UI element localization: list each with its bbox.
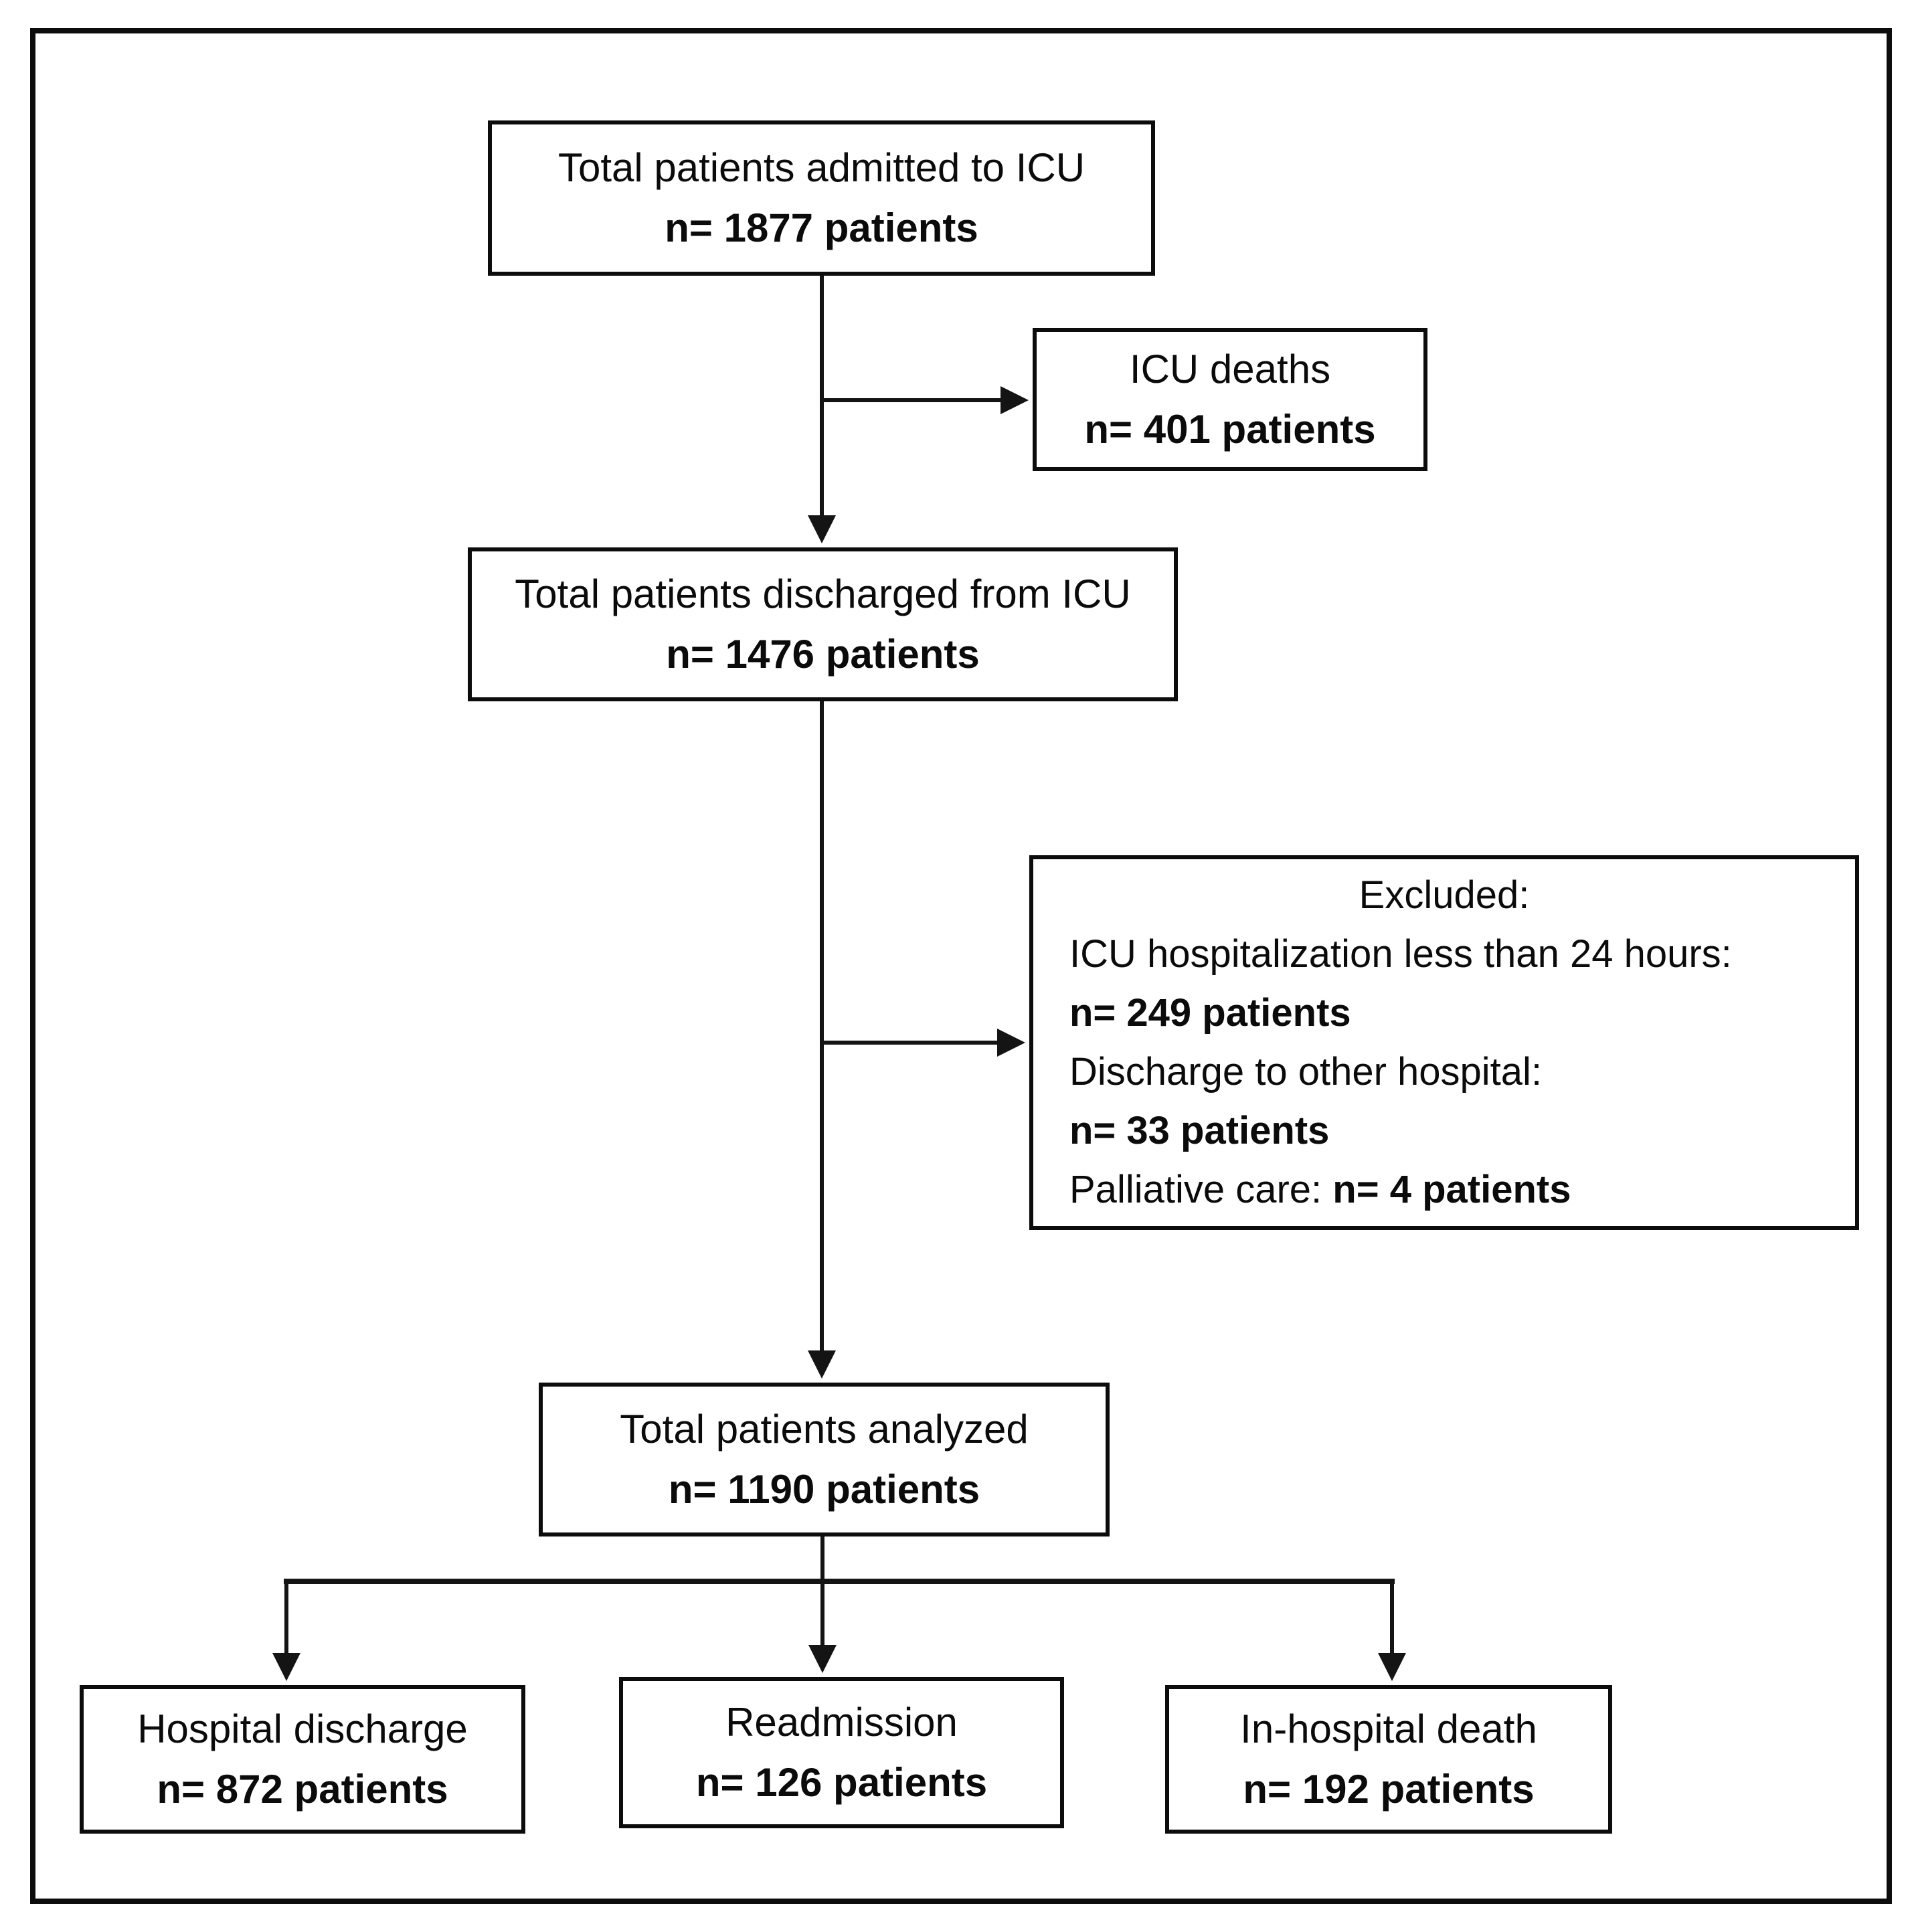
node-label: ICU deaths (1129, 347, 1331, 391)
excluded-reason-3-count: n= 4 patients (1332, 1168, 1571, 1211)
excluded-reason-2: Discharge to other hospital: (1069, 1050, 1543, 1093)
node-total-analyzed: Total patients analyzed n= 1190 patients (539, 1383, 1110, 1536)
excluded-reason-2-count: n= 33 patients (1069, 1109, 1330, 1152)
connector-branch-to-excluded (822, 1029, 1025, 1057)
connector-branch-to-icu-deaths (822, 386, 1029, 414)
node-label: Total patients analyzed (620, 1407, 1029, 1452)
node-total-discharged: Total patients discharged from ICU n= 14… (468, 547, 1178, 701)
arrowhead-down-icon (1378, 1653, 1406, 1681)
connector-analyzed-to-readmission (808, 1536, 837, 1673)
arrowhead-down-icon (808, 1350, 836, 1379)
node-count: n= 872 patients (157, 1767, 448, 1812)
node-label: Total patients discharged from ICU (515, 572, 1131, 616)
node-readmission: Readmission n= 126 patients (619, 1677, 1064, 1828)
node-count: n= 401 patients (1084, 407, 1376, 452)
arrowhead-down-icon (808, 1645, 837, 1673)
arrowhead-right-icon (997, 1029, 1025, 1057)
node-excluded: Excluded: ICU hospitalization less than … (1029, 855, 1859, 1230)
arrowhead-down-icon (808, 515, 836, 543)
node-label: Total patients admitted to ICU (557, 145, 1085, 190)
node-count: n= 1476 patients (666, 632, 980, 677)
excluded-reason-1: ICU hospitalization less than 24 hours: (1069, 932, 1732, 976)
excluded-reason-3: Palliative care: (1069, 1168, 1333, 1211)
node-label: Readmission (725, 1700, 958, 1745)
node-total-admitted: Total patients admitted to ICU n= 1877 p… (488, 120, 1155, 276)
connector-discharged-to-analyzed (808, 701, 836, 1379)
node-in-hospital-death: In-hospital death n= 192 patients (1165, 1685, 1612, 1834)
excluded-title: Excluded: (1359, 873, 1530, 917)
node-count: n= 192 patients (1243, 1767, 1535, 1812)
node-label: In-hospital death (1240, 1706, 1537, 1751)
arrowhead-down-icon (272, 1653, 300, 1681)
connector-branch-to-in-hospital-death (1378, 1579, 1406, 1681)
node-count: n= 1877 patients (665, 205, 978, 250)
excluded-reason-3-line: Palliative care: n= 4 patients (1069, 1160, 1819, 1219)
connector-branch-to-hospital-discharge (272, 1579, 300, 1681)
node-hospital-discharge: Hospital discharge n= 872 patients (80, 1685, 525, 1834)
excluded-reason-1-count: n= 249 patients (1069, 991, 1351, 1035)
node-count: n= 126 patients (695, 1760, 988, 1805)
connector-admitted-to-discharged (808, 276, 836, 543)
node-label: Hospital discharge (137, 1706, 468, 1751)
node-count: n= 1190 patients (668, 1467, 980, 1512)
node-icu-deaths: ICU deaths n= 401 patients (1033, 328, 1427, 471)
arrowhead-right-icon (1000, 386, 1029, 414)
